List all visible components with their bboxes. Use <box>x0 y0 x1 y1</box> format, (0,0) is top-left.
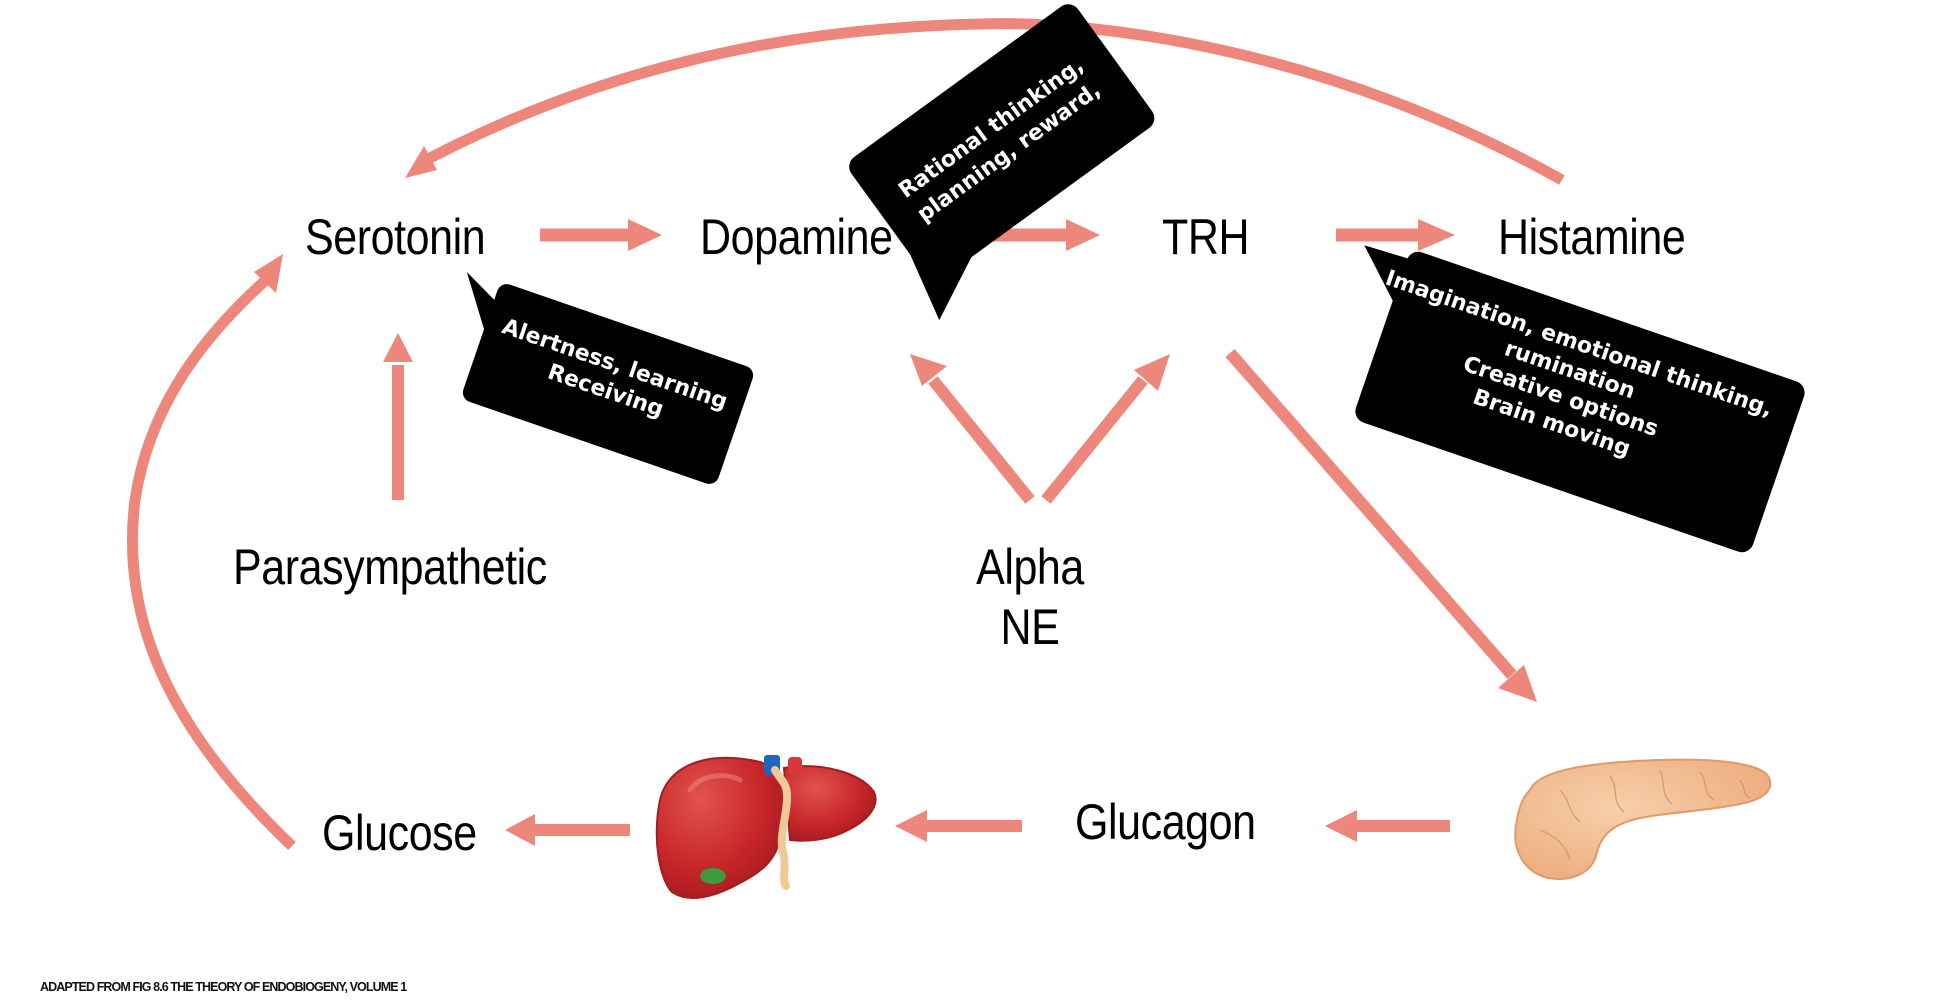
pancreas-icon <box>1514 758 1772 880</box>
arrow-glucagon-to-liver <box>895 810 1022 842</box>
arrow-parasympathetic-to-serotonin <box>383 333 413 500</box>
liver-icon <box>655 755 877 899</box>
callout-dopamine: Rational thinking, planning, reward, <box>849 4 1155 321</box>
arrow-trh-to-pancreas <box>1225 349 1537 702</box>
node-glucagon: Glucagon <box>1075 794 1256 850</box>
arrow-trh-to-histamine <box>1336 219 1455 251</box>
node-glucose: Glucose <box>322 805 477 861</box>
arrow-serotonin-to-dopamine <box>540 219 662 251</box>
callout-histamine: Imagination, emotional thinking, ruminat… <box>1355 245 1805 553</box>
arrow-liver-to-glucose <box>505 814 630 846</box>
node-ne: NE <box>1000 599 1060 655</box>
arrow-alpha-to-dopamine <box>910 354 1035 504</box>
source-citation: ADAPTED FROM FIG 8.6 THE THEORY OF ENDOB… <box>40 980 407 994</box>
node-serotonin: Serotonin <box>305 209 486 265</box>
node-parasympathetic: Parasympathetic <box>233 539 547 595</box>
callout-serotonin: Alertness, learning Receiving <box>462 271 754 484</box>
arrow-histamine-to-serotonin <box>405 18 1565 185</box>
node-histamine: Histamine <box>1498 209 1686 265</box>
arrow-alpha-to-trh <box>1041 354 1170 504</box>
arrow-glucose-to-serotonin <box>126 254 296 850</box>
arrow-pancreas-to-glucagon <box>1325 810 1450 842</box>
node-dopamine: Dopamine <box>700 209 893 265</box>
node-trh: TRH <box>1162 209 1250 265</box>
node-alpha: Alpha <box>976 539 1084 595</box>
